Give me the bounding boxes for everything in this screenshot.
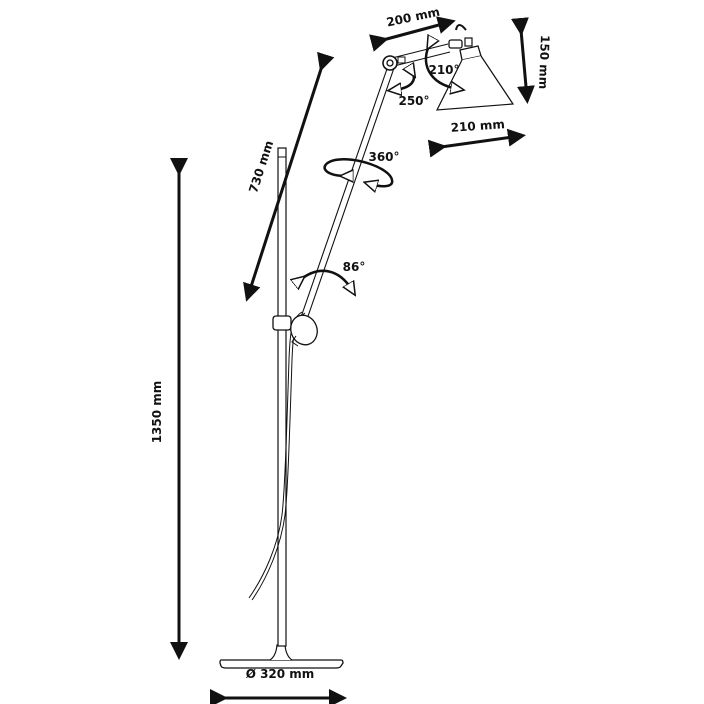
lamp-base xyxy=(219,644,344,669)
elbow-250-label: 250° xyxy=(398,94,429,108)
power-cable xyxy=(248,311,306,601)
tilt-86-indicator: 86° xyxy=(300,260,365,290)
shade-height-label: 150 mm xyxy=(536,35,552,90)
shade-width-label: 210 mm xyxy=(450,117,505,135)
base-diameter-label: Ø 320 mm xyxy=(246,667,315,681)
shade-height-dimension: 150 mm xyxy=(510,17,552,104)
tilt-86-label: 86° xyxy=(343,260,366,274)
base-dimension: Ø 320 mm xyxy=(210,667,347,704)
height-dimension: 1350 mm xyxy=(150,158,188,660)
upper-arm-dimension: 200 mm xyxy=(369,5,456,52)
rotation-360-label: 360° xyxy=(368,150,399,164)
arm-length-label: 730 mm xyxy=(246,139,276,195)
rotation-360-indicator: 360° xyxy=(323,150,400,186)
shade-210-indicator: 210° xyxy=(424,44,460,89)
pole-collar xyxy=(272,314,318,347)
height-label: 1350 mm xyxy=(150,381,164,444)
shade-210-label: 210° xyxy=(428,63,459,77)
elbow-250-indicator: 250° xyxy=(394,72,430,108)
lamp-pole xyxy=(277,147,287,647)
shade-width-dimension: 210 mm xyxy=(427,117,526,158)
